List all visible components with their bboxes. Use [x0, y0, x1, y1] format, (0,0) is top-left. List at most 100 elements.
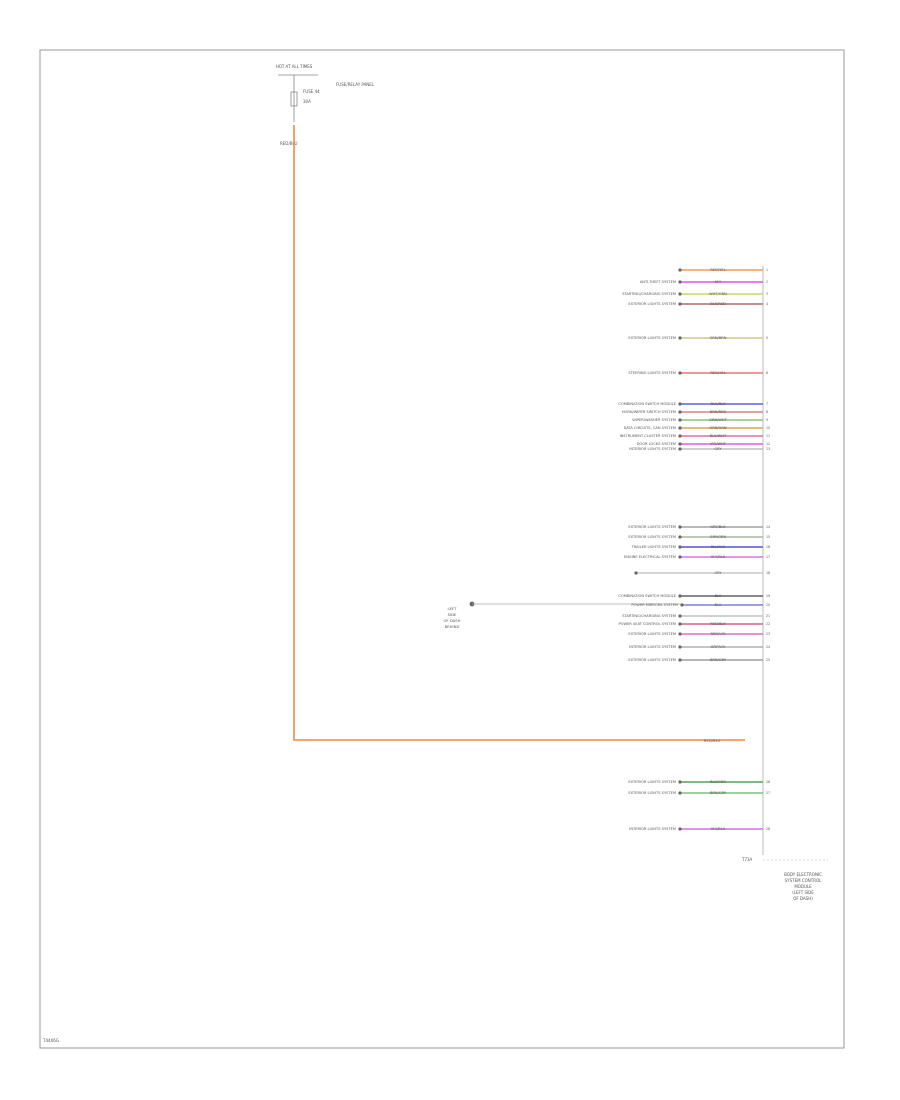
module-connector-id: T73A	[741, 857, 753, 862]
circuit-system-label: INSTRUMENT CLUSTER SYSTEM	[620, 434, 676, 438]
circuit-terminal	[678, 525, 682, 529]
main-feed-wire	[293, 125, 745, 741]
circuit-terminal	[678, 418, 682, 422]
fuse-block-title: HOT AT ALL TIMES	[276, 64, 313, 69]
circuit-color-label: RED/VIO	[710, 632, 725, 636]
connector-pin-number: 11	[766, 434, 770, 438]
circuit-system-label: EXTERIOR LIGHTS SYSTEM	[628, 302, 676, 306]
circuit-terminal	[678, 645, 682, 649]
circuit-color-label: BLK/GRN	[710, 780, 726, 784]
circuit-color-label: BRN/GRY	[710, 658, 727, 662]
module-name-line: OF DASH)	[793, 896, 813, 901]
fuse-rating: 30A	[303, 99, 311, 104]
circuit-color-label: GRY	[714, 571, 722, 575]
circuit-system-label: STARTING/CHARGING SYSTEM	[622, 614, 676, 618]
connector-pin-number: 19	[766, 594, 770, 598]
circuit-terminal	[678, 442, 682, 446]
connector-pin-number: 9	[766, 418, 768, 422]
circuit-color-label: WHT/GRN	[709, 292, 727, 296]
connector-pin-number: 20	[766, 603, 770, 607]
ground-splice: LEFT SIDE OF DASH BEHIND	[443, 601, 682, 629]
circuit-system-label: EXTERIOR LIGHTS SYSTEM	[628, 780, 676, 784]
connector-pin-number: 15	[766, 535, 770, 539]
circuit-terminal	[678, 827, 682, 831]
circuit-terminal	[678, 402, 682, 406]
circuit-system-label: STEERING LIGHTS SYSTEM	[628, 371, 676, 375]
circuit-system-label: EXTERIOR LIGHTS SYSTEM	[628, 525, 676, 529]
ground-label-line: SIDE	[448, 612, 457, 617]
module-name-line: SYSTEM CONTROL	[785, 878, 823, 883]
circuit-color-label: GRY/BLK	[710, 525, 726, 529]
circuit-system-label: EXTERIOR LIGHTS SYSTEM	[628, 632, 676, 636]
module-connector: T73A	[741, 266, 828, 862]
circuit-terminal	[678, 280, 682, 284]
circuit-terminal	[678, 535, 682, 539]
circuit-terminal	[678, 555, 682, 559]
connector-pin-number: 26	[766, 780, 770, 784]
circuit-color-label: BLK	[715, 594, 722, 598]
circuit-terminal	[678, 780, 682, 784]
circuit-terminal	[678, 614, 682, 618]
connector-pin-number: 25	[766, 658, 770, 662]
circuit-color-label: BRN/RED	[710, 410, 727, 414]
circuit-system-label: EXTERIOR LIGHTS SYSTEM	[628, 791, 676, 795]
circuit-color-label: RED/BLK	[710, 622, 726, 626]
circuit-terminal	[678, 632, 682, 636]
connector-pin-number: 17	[766, 555, 770, 559]
circuit-system-label: EXTERIOR LIGHTS SYSTEM	[628, 535, 676, 539]
circuit-color-label: VIO/BLU	[711, 827, 726, 831]
connector-pin-number: 23	[766, 632, 770, 636]
connector-pin-number: 14	[766, 525, 770, 529]
circuit-color-label: GRN/BRN	[710, 336, 727, 340]
connector-pin-number: 5	[766, 336, 768, 340]
fuse-panel-label: FUSE/RELAY PANEL	[336, 82, 375, 87]
connector-pin-number: 1	[766, 268, 768, 272]
circuit-terminal	[680, 603, 684, 607]
circuit-terminal	[678, 410, 682, 414]
connector-pin-number: 2	[766, 280, 768, 284]
circuit-terminal	[678, 658, 682, 662]
ground-label-line: OF DASH	[443, 618, 460, 623]
circuit-terminal	[678, 336, 682, 340]
circuit-color-label: GRY/VIO	[711, 645, 726, 649]
connector-pin-number: 22	[766, 622, 770, 626]
circuit-terminal	[634, 571, 638, 575]
circuit-system-label: EXTERIOR LIGHTS SYSTEM	[628, 658, 676, 662]
circuit-color-label: ORN/GRN	[709, 426, 727, 430]
connector-pin-number: 24	[766, 645, 770, 649]
circuit-color-label: BLK/WHT	[710, 434, 727, 438]
fuse-label: FUSE 44	[303, 89, 320, 94]
connector-pin-number: 13	[766, 447, 770, 451]
circuit-color-label: GRY/GRN	[710, 535, 727, 539]
circuit-system-label: COMBINATION SWITCH MODULE	[618, 402, 676, 406]
connector-pin-number: 28	[766, 827, 770, 831]
fuse-wire-label: RED/BLU	[280, 141, 298, 146]
fuse-block: HOT AT ALL TIMES FUSE 44 FUSE/RELAY PANE…	[276, 64, 375, 146]
circuit-system-label: STARTING/CHARGING SYSTEM	[622, 292, 676, 296]
module-name-line: MODULE	[794, 884, 812, 889]
circuit-system-label: WIPER/WASHER SYSTEM	[632, 418, 676, 422]
circuit-terminal	[678, 434, 682, 438]
connector-pin-number: 8	[766, 410, 768, 414]
connector-pin-number: 18	[766, 571, 770, 575]
circuit-system-label: POWER MIRRORS SYSTEM	[631, 603, 678, 607]
circuit-system-label: TRAILER LIGHTS SYSTEM	[631, 545, 676, 549]
connector-pin-number: 6	[766, 371, 768, 375]
diagram-frame	[39, 49, 845, 1049]
fuse-symbol	[290, 91, 298, 107]
circuit-color-label: RED/YEL	[710, 268, 725, 272]
ground-label-line: LEFT	[448, 606, 458, 611]
circuit-terminal	[678, 371, 682, 375]
connector-pin-number: 10	[766, 426, 770, 430]
circuit-terminal	[678, 545, 682, 549]
main-feed-color-label: RED/BLU	[704, 738, 721, 743]
module-name-line: (LEFT SIDE	[792, 890, 814, 895]
connector-pin-number: 16	[766, 545, 770, 549]
circuit-system-label: ANTI-THEFT SYSTEM	[640, 280, 676, 284]
ground-label-line: BEHIND	[445, 624, 460, 629]
connector-pin-number: 21	[766, 614, 770, 618]
circuit-system-label: INTERIOR LIGHTS SYSTEM	[629, 645, 676, 649]
circuit-terminal	[678, 791, 682, 795]
circuit-system-label: DOOR LOCKS SYSTEM	[637, 442, 676, 446]
